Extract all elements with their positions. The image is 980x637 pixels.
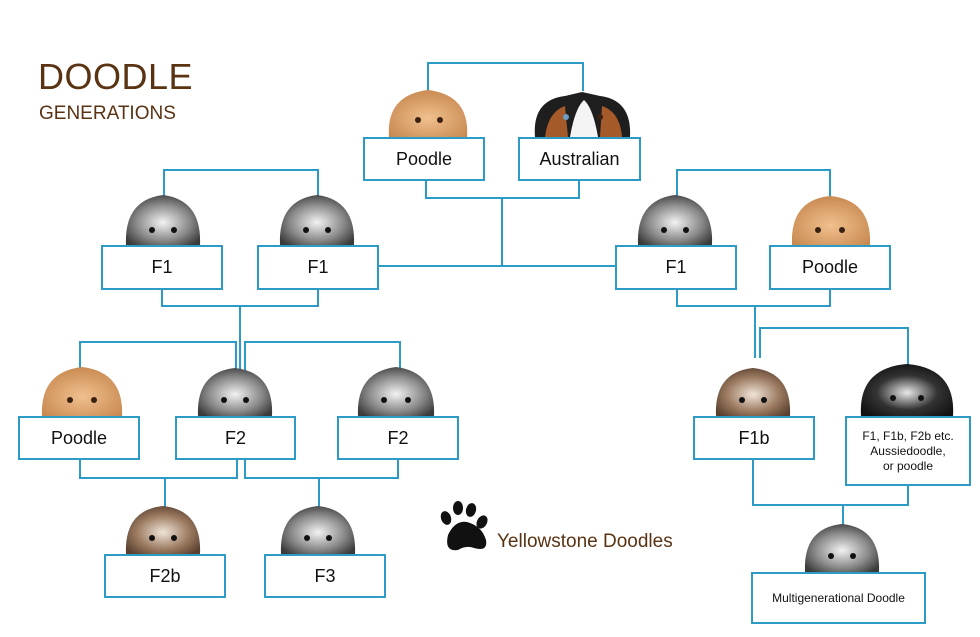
brand-name: Yellowstone Doodles bbox=[497, 531, 673, 552]
poodle-dog-icon bbox=[791, 196, 871, 245]
merle-doodle-icon bbox=[637, 195, 713, 245]
merle-doodle-icon bbox=[197, 368, 273, 416]
node-other-generations: F1, F1b, F2b etc. Aussiedoodle, or poodl… bbox=[845, 416, 971, 486]
node-multigenerational: Multigenerational Doodle bbox=[751, 572, 926, 624]
node-f1-left-b: F1 bbox=[257, 245, 379, 290]
node-f2b: F2b bbox=[104, 554, 226, 598]
australian-shepherd-icon bbox=[534, 92, 631, 137]
black-white-doodle-icon bbox=[860, 364, 954, 416]
page-subtitle: GENERATIONS bbox=[39, 103, 176, 124]
paw-print-icon bbox=[440, 501, 488, 551]
node-f1-right: F1 bbox=[615, 245, 737, 290]
node-poodle-left: Poodle bbox=[18, 416, 140, 460]
merle-doodle-icon bbox=[357, 367, 435, 416]
node-f1-left-a: F1 bbox=[101, 245, 223, 290]
node-poodle-top: Poodle bbox=[363, 137, 485, 181]
node-f2-mid: F2 bbox=[175, 416, 296, 460]
node-poodle-right: Poodle bbox=[769, 245, 891, 290]
dog-photos bbox=[41, 90, 954, 572]
merle-doodle-icon bbox=[804, 524, 880, 572]
node-f2-right: F2 bbox=[337, 416, 459, 460]
page-title: DOODLE bbox=[38, 56, 194, 97]
poodle-dog-icon bbox=[388, 90, 468, 137]
node-f3: F3 bbox=[264, 554, 386, 598]
poodle-dog-icon bbox=[41, 367, 123, 416]
merle-doodle-icon bbox=[279, 195, 355, 245]
node-australian: Australian bbox=[518, 137, 641, 181]
node-f1b: F1b bbox=[693, 416, 815, 460]
merle-doodle-icon bbox=[125, 195, 201, 245]
connector-lines bbox=[79, 62, 909, 527]
brown-merle-doodle-icon bbox=[125, 506, 201, 554]
merle-doodle-icon bbox=[280, 506, 356, 554]
brown-merle-doodle-icon bbox=[715, 368, 791, 416]
